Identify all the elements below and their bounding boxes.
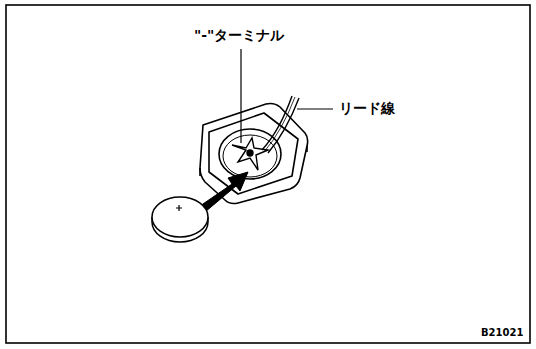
coin-battery	[152, 197, 208, 242]
lead-wire-label: リード線	[338, 100, 396, 118]
remote-housing	[200, 103, 308, 203]
leader-line	[297, 108, 333, 109]
figure-code: B21021	[480, 327, 524, 338]
figure-code: B21021	[480, 327, 524, 338]
minus-terminal	[232, 138, 268, 170]
frame	[6, 5, 530, 343]
insert-arrow	[200, 172, 248, 212]
leader-line	[240, 49, 241, 143]
terminal-label: "-"ターミナル	[193, 27, 285, 43]
terminal-label: "-"ターミナル	[193, 27, 285, 45]
lead-wire	[262, 96, 299, 153]
lead-wire-label: リード線	[338, 100, 396, 116]
